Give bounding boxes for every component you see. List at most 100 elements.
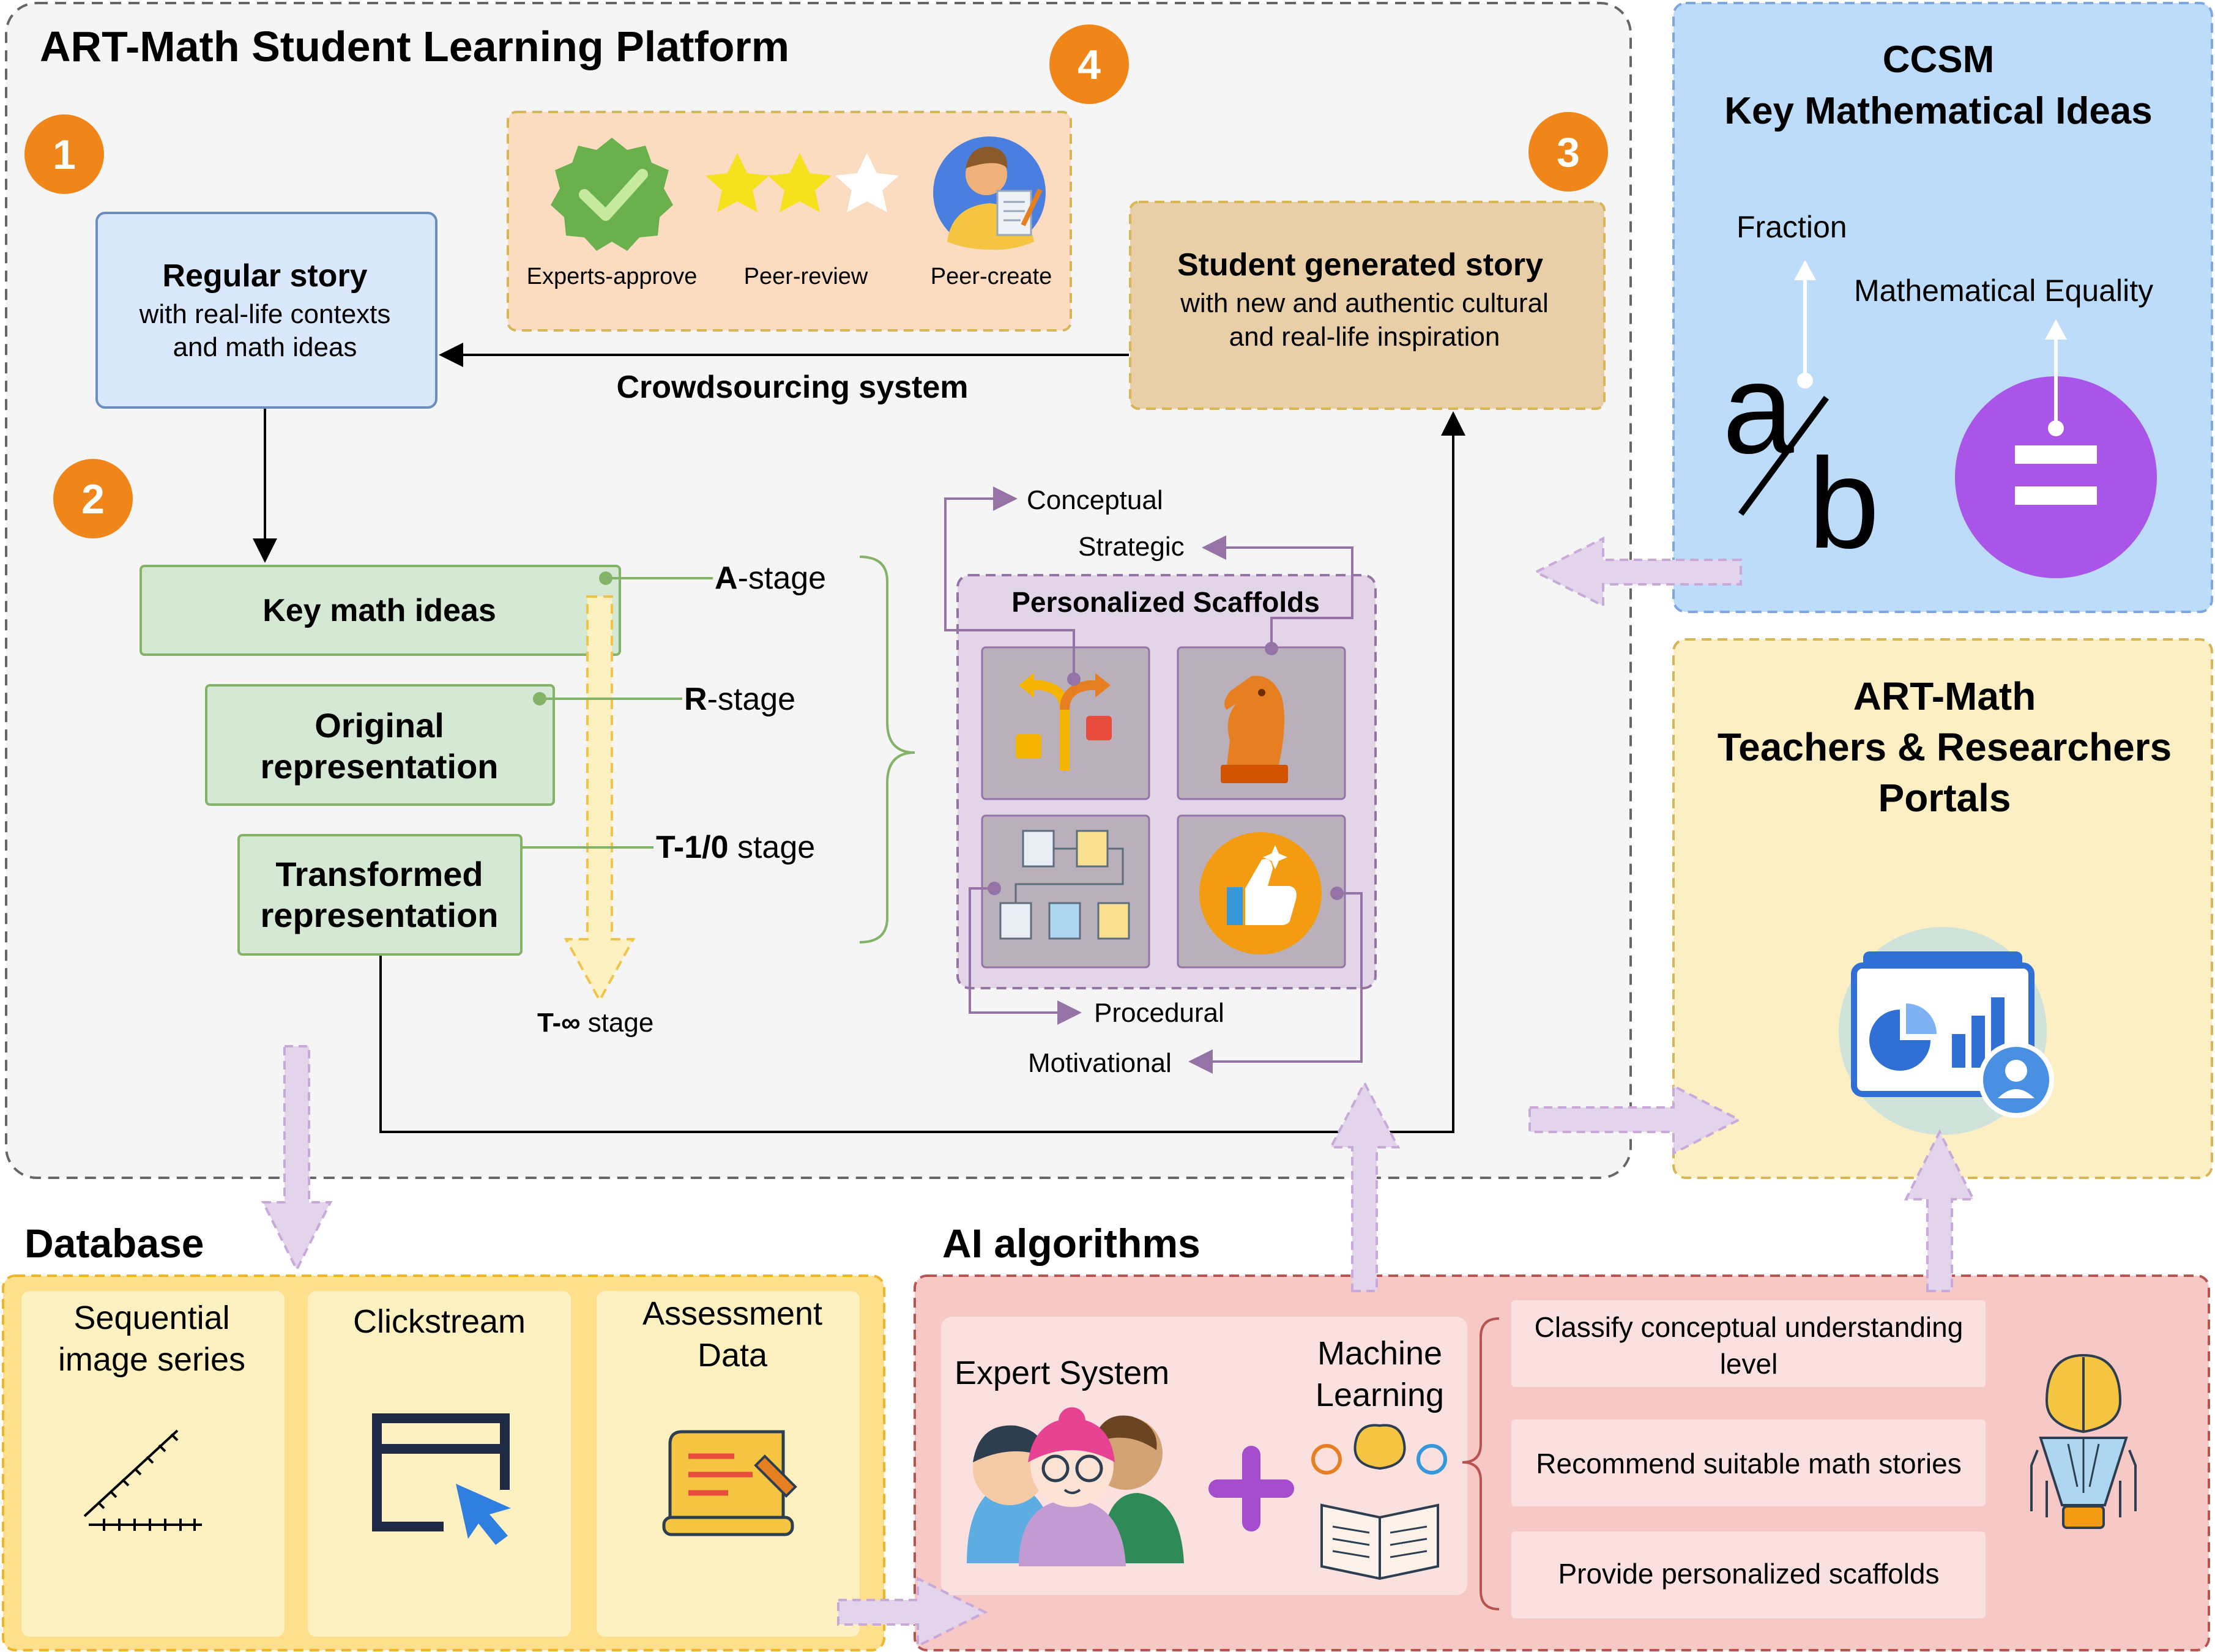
- badge-3: 3: [1528, 112, 1608, 192]
- ml-label-2: Learning: [1316, 1377, 1444, 1413]
- badge-2: 2: [53, 459, 133, 538]
- key-math-ideas-label: Key math ideas: [262, 593, 496, 628]
- regular-story-line2: and math ideas: [173, 332, 357, 362]
- fraction-icon: a b: [1722, 337, 1880, 575]
- dashboard-icon: [1839, 927, 2054, 1135]
- expert-people-icon: [967, 1407, 1184, 1566]
- ccsm-title-2: Key Mathematical Ideas: [1724, 90, 2153, 132]
- strategic-label: Strategic: [1078, 532, 1185, 562]
- fraction-glyph-b: b: [1808, 431, 1880, 575]
- transformed-to-student-arrow: [379, 411, 1465, 1133]
- clickstream-label: Clickstream: [353, 1303, 526, 1340]
- sequential-label-2: image series: [58, 1341, 245, 1378]
- ai-to-platform-arrow: [1328, 1080, 1401, 1292]
- original-label-2: representation: [261, 747, 499, 786]
- ccsm-to-platform-arrow: [1533, 536, 1742, 608]
- portals-title-1: ART-Math: [1853, 674, 2036, 718]
- scaffold-output[interactable]: [1511, 1531, 1986, 1618]
- expert-approve-icon: [551, 138, 673, 251]
- review-panel: Experts-approve Peer-review Peer-create: [507, 111, 1072, 332]
- ai-title: AI algorithms: [942, 1221, 1201, 1266]
- cursor-window-icon: [372, 1413, 511, 1545]
- recommend-output[interactable]: [1511, 1419, 1986, 1506]
- flowchart-icon: [999, 830, 1130, 940]
- sequential-card[interactable]: [21, 1291, 285, 1637]
- flow-arrows: [261, 536, 1976, 1648]
- svg-text:2: 2: [81, 476, 105, 523]
- plus-icon: [1208, 1446, 1294, 1531]
- original-label-1: Original: [315, 706, 444, 745]
- ai-outputs-bracket: [1462, 1317, 1500, 1610]
- split-path-icon: [1016, 673, 1112, 771]
- ai-to-portals-arrow: [1904, 1129, 1976, 1292]
- portals-title-2: Teachers & Researchers: [1718, 725, 2172, 769]
- equality-icon: [1955, 376, 2157, 578]
- key-math-ideas-box[interactable]: Key math ideas: [140, 565, 621, 656]
- chess-knight-icon: [1221, 675, 1288, 783]
- database-title: Database: [24, 1221, 204, 1266]
- motivational-label: Motivational: [1028, 1048, 1172, 1078]
- peer-review-label: Peer-review: [744, 264, 868, 289]
- regular-story-box[interactable]: Regular story with real-life contexts an…: [95, 212, 437, 409]
- classify-label-2: level: [1720, 1348, 1778, 1380]
- student-story-line2: and real-life inspiration: [1229, 322, 1500, 352]
- original-representation-box[interactable]: Original representation: [205, 684, 555, 806]
- image-series-icon: [83, 1429, 202, 1531]
- student-story-line1: with new and authentic cultural: [1180, 288, 1549, 318]
- procedural-label: Procedural: [1094, 998, 1224, 1028]
- thumbs-up-icon: [1199, 832, 1322, 954]
- student-story-title: Student generated story: [1177, 247, 1543, 283]
- peer-create-label: Peer-create: [931, 264, 1052, 289]
- experts-approve-label: Experts-approve: [527, 264, 698, 289]
- r-stage-label: R-stage: [684, 682, 795, 717]
- ml-label-1: Machine: [1317, 1335, 1442, 1372]
- stage-brace: [859, 556, 915, 943]
- sequential-label-1: Sequential: [73, 1300, 229, 1336]
- database-panel: Sequential image series Clickstream Asse…: [2, 1274, 885, 1651]
- scaffold-tile-procedural[interactable]: [981, 814, 1150, 969]
- svg-text:1: 1: [53, 132, 76, 178]
- scaffolds-panel: Personalized Scaffolds: [944, 486, 1377, 1074]
- scaffold-output-label: Provide personalized scaffolds: [1558, 1558, 1939, 1590]
- badge-1: 1: [24, 114, 104, 194]
- ccsm-title-1: CCSM: [1883, 39, 1995, 81]
- peer-create-icon: [933, 136, 1046, 250]
- regular-story-title: Regular story: [162, 258, 367, 294]
- scaffolds-title: Personalized Scaffolds: [1011, 586, 1320, 618]
- platform-title: ART-Math Student Learning Platform: [40, 23, 789, 70]
- conceptual-label: Conceptual: [1027, 485, 1163, 515]
- ai-lightbulb-icon: [2030, 1353, 2137, 1529]
- svg-text:4: 4: [1078, 42, 1101, 88]
- assessment-label-1: Assessment: [642, 1295, 822, 1332]
- portals-panel: ART-Math Teachers & Researchers Portals: [1672, 638, 2213, 1179]
- classify-label-1: Classify conceptual understanding: [1535, 1311, 1964, 1343]
- transformed-label-2: representation: [261, 896, 499, 934]
- t-stage-label: T-1/0 stage: [656, 830, 815, 865]
- scroll-document-icon: [662, 1430, 797, 1536]
- transformed-representation-box[interactable]: Transformed representation: [237, 834, 523, 956]
- classify-output[interactable]: [1511, 1300, 1986, 1387]
- database-to-ai-arrow: [837, 1576, 988, 1648]
- t-infinity-label: T-∞ stage: [537, 1008, 653, 1038]
- platform-to-portals-arrow: [1528, 1084, 1742, 1156]
- expert-system-label: Expert System: [955, 1355, 1169, 1391]
- assessment-label-2: Data: [698, 1337, 768, 1374]
- ai-panel: Expert System Machine Learning: [914, 1274, 2210, 1651]
- platform-to-database-arrow: [261, 1045, 333, 1273]
- clickstream-card[interactable]: [308, 1291, 571, 1637]
- transformed-label-1: Transformed: [275, 855, 483, 893]
- badge-4: 4: [1049, 24, 1129, 104]
- svg-text:3: 3: [1557, 129, 1580, 176]
- student-story-box[interactable]: Student generated story with new and aut…: [1129, 201, 1606, 410]
- ccsm-panel: CCSM Key Mathematical Ideas Fraction Mat…: [1672, 2, 2213, 613]
- t-infinity-arrow: [564, 595, 636, 1003]
- a-stage-label: A-stage: [715, 560, 826, 596]
- recommend-label: Recommend suitable math stories: [1536, 1448, 1961, 1479]
- crowdsourcing-label: Crowdsourcing system: [616, 370, 968, 405]
- portals-title-3: Portals: [1878, 776, 2011, 820]
- star-rating-icon: [705, 153, 899, 212]
- equality-label: Mathematical Equality: [1854, 273, 2153, 308]
- machine-learning-book-icon: [1311, 1424, 1447, 1580]
- fraction-label: Fraction: [1737, 210, 1847, 244]
